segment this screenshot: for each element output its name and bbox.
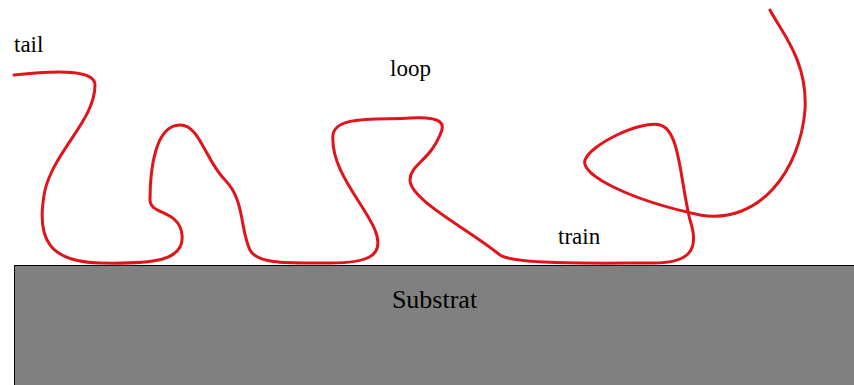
chain-part-label: train [558,223,600,251]
substrate-block: Substrat [14,265,854,385]
polymer-chain-curve [14,10,805,263]
substrate-label: Substrat [15,284,854,315]
chain-part-label: loop [390,55,431,83]
chain-part-label: tail [14,31,43,59]
